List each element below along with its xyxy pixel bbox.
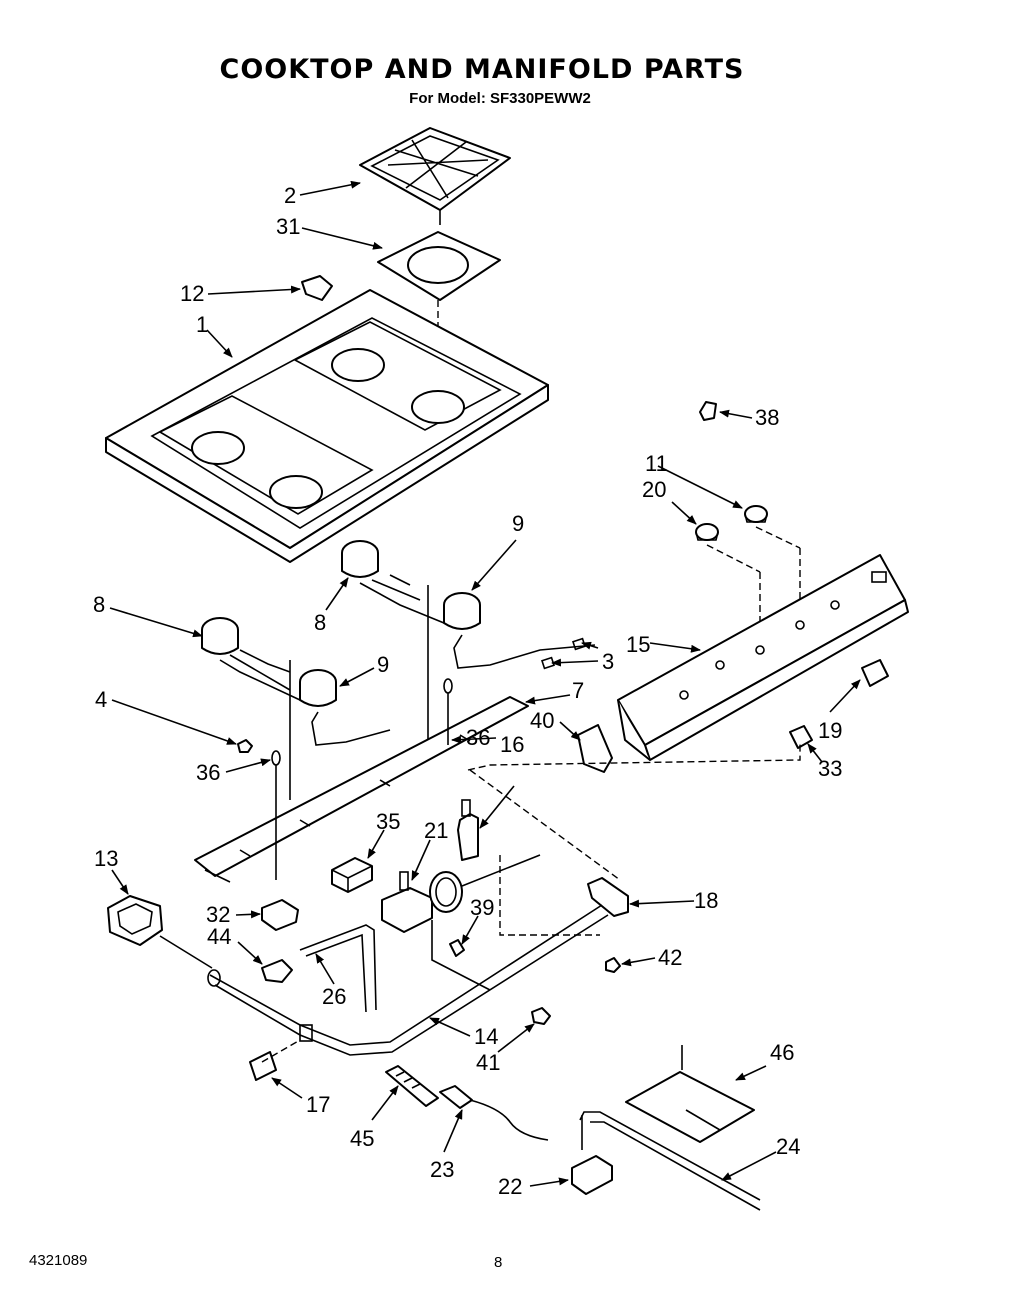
callout-12: 12 bbox=[180, 281, 204, 306]
callout-16: 16 bbox=[500, 732, 524, 757]
bracket-part-18 bbox=[587, 877, 629, 917]
pilot-part-22 bbox=[571, 1155, 613, 1195]
callout-13: 13 bbox=[94, 846, 118, 871]
igniter-part-45 bbox=[385, 1065, 439, 1107]
orifice-part-41 bbox=[531, 1007, 551, 1025]
burner-assembly-left bbox=[201, 617, 391, 800]
callout-26: 26 bbox=[322, 984, 346, 1009]
clip-part-19 bbox=[861, 659, 889, 687]
callout-8-left: 8 bbox=[93, 592, 105, 617]
callout-8-right: 8 bbox=[314, 610, 326, 635]
callout-36-right: 36 bbox=[466, 725, 490, 750]
callout-9-right: 9 bbox=[512, 511, 524, 536]
bracket-part-17 bbox=[249, 1039, 301, 1081]
callout-23: 23 bbox=[430, 1157, 454, 1182]
callout-15: 15 bbox=[626, 632, 650, 657]
drip-bowl-part bbox=[377, 231, 501, 301]
callout-41: 41 bbox=[476, 1050, 500, 1075]
nut-part-4 bbox=[237, 739, 253, 753]
cooktop-part bbox=[105, 289, 549, 563]
callout-35: 35 bbox=[376, 809, 400, 834]
clip-part-38 bbox=[699, 401, 717, 421]
manifold-pipe-part bbox=[207, 904, 609, 1056]
document-number: 4321089 bbox=[29, 1252, 88, 1269]
callout-1: 1 bbox=[196, 312, 208, 337]
callout-19: 19 bbox=[818, 718, 842, 743]
callout-22: 22 bbox=[498, 1174, 522, 1199]
page-title: COOKTOP AND MANIFOLD PARTS bbox=[219, 54, 745, 85]
callout-labels: 2 31 12 1 38 11 20 9 8 8 15 3 9 7 4 40 1… bbox=[93, 183, 842, 1199]
regulator-part-21 bbox=[381, 871, 433, 933]
callout-7: 7 bbox=[572, 678, 584, 703]
callout-2: 2 bbox=[284, 183, 296, 208]
callout-42: 42 bbox=[658, 945, 682, 970]
grate-part bbox=[359, 127, 511, 225]
burner-support-part bbox=[194, 696, 529, 883]
spring-part-36-right bbox=[443, 678, 453, 745]
clip-part-33 bbox=[789, 725, 813, 749]
callout-36-left: 36 bbox=[196, 760, 220, 785]
orifice-part-3 bbox=[541, 637, 586, 670]
callout-31: 31 bbox=[276, 214, 300, 239]
callout-33: 33 bbox=[818, 756, 842, 781]
switch-part-16 bbox=[457, 799, 479, 861]
callout-11: 11 bbox=[645, 451, 668, 476]
callout-18: 18 bbox=[694, 888, 718, 913]
bolt-part-42 bbox=[605, 957, 621, 973]
callout-45: 45 bbox=[350, 1126, 374, 1151]
callout-14: 14 bbox=[474, 1024, 498, 1049]
callout-9-left: 9 bbox=[377, 652, 389, 677]
callout-44: 44 bbox=[207, 924, 231, 949]
valve-part-13 bbox=[107, 895, 213, 969]
manifold-panel-part bbox=[617, 554, 909, 761]
igniter-part-23 bbox=[439, 1085, 549, 1141]
callout-40: 40 bbox=[530, 708, 554, 733]
bracket-part-32 bbox=[261, 899, 299, 931]
callout-20: 20 bbox=[642, 477, 666, 502]
clip-part-12 bbox=[301, 275, 333, 301]
fitting-part-39 bbox=[449, 939, 465, 957]
page-number: 8 bbox=[494, 1254, 503, 1271]
callout-3: 3 bbox=[602, 649, 614, 674]
spring-part-36-left bbox=[271, 750, 281, 880]
callout-32: 32 bbox=[206, 902, 230, 927]
knob-part-11 bbox=[744, 505, 768, 523]
model-subtitle: For Model: SF330PEWW2 bbox=[409, 90, 591, 107]
callout-39: 39 bbox=[470, 895, 494, 920]
burner-assembly-right bbox=[341, 540, 596, 740]
connector-part-44 bbox=[261, 959, 293, 983]
tube-part-26 bbox=[299, 924, 377, 1013]
bracket-part-40 bbox=[577, 724, 613, 773]
leader-lines bbox=[109, 180, 861, 1187]
tube-part-24 bbox=[579, 1111, 761, 1211]
callout-4: 4 bbox=[95, 687, 107, 712]
shield-part-46 bbox=[625, 1045, 755, 1143]
callout-46: 46 bbox=[770, 1040, 794, 1065]
knob-part-20 bbox=[695, 523, 719, 541]
callout-24: 24 bbox=[776, 1134, 800, 1159]
coil-part bbox=[429, 854, 541, 913]
block-part-35 bbox=[331, 857, 373, 893]
callout-21: 21 bbox=[424, 818, 448, 843]
callout-17: 17 bbox=[306, 1092, 330, 1117]
callout-38: 38 bbox=[755, 405, 779, 430]
